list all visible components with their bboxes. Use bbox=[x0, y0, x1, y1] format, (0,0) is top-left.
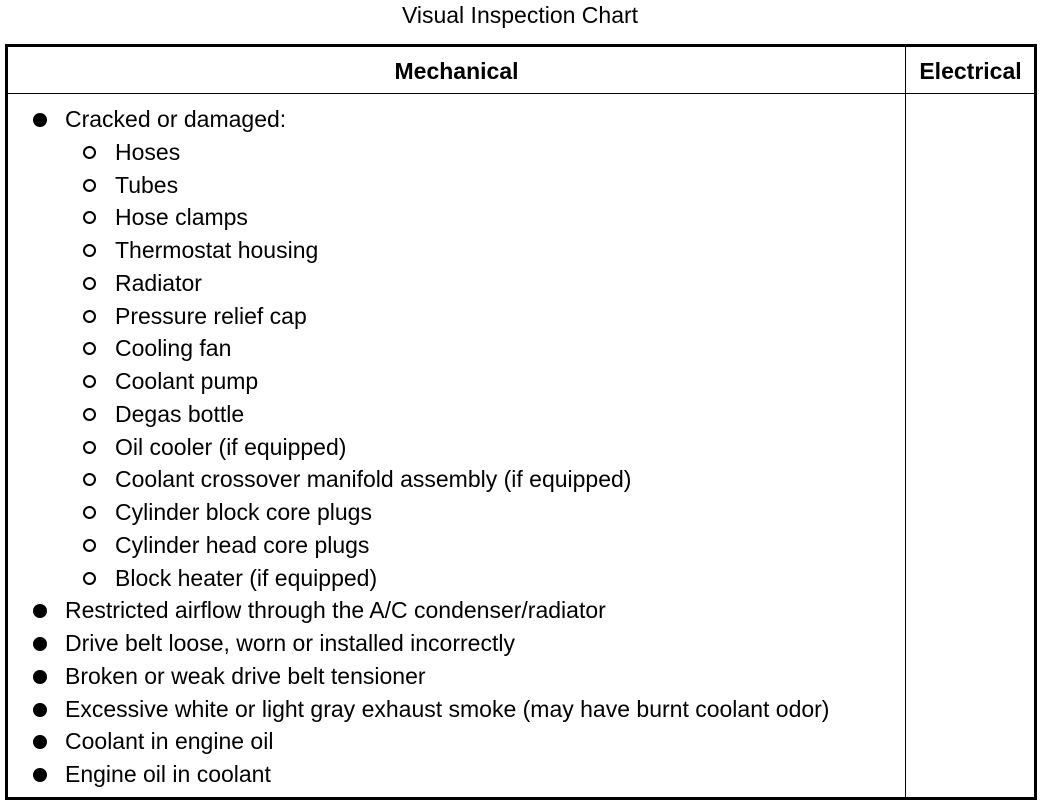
hollow-bullet-icon bbox=[83, 211, 96, 225]
list-item: Excessive white or light gray exhaust sm… bbox=[8, 693, 905, 726]
mechanical-column-header: Mechanical bbox=[394, 58, 519, 84]
filled-bullet-icon bbox=[33, 637, 47, 651]
sub-list-item: Oil cooler (if equipped) bbox=[8, 431, 905, 464]
list-item-text: Cracked or damaged: bbox=[65, 106, 287, 132]
list-item-text: Block heater (if equipped) bbox=[115, 564, 378, 591]
list-item-text: Cylinder block core plugs bbox=[115, 499, 372, 525]
list-item-text: Hoses bbox=[115, 138, 181, 165]
inspection-table: Mechanical Electrical Cracked or damaged… bbox=[5, 44, 1037, 800]
electrical-item-cell bbox=[907, 95, 1034, 797]
list-item-text: Engine oil in coolant bbox=[65, 761, 271, 787]
hollow-bullet-icon bbox=[83, 506, 96, 519]
hollow-bullet-icon bbox=[83, 440, 96, 454]
list-item: Restricted airflow through the A/C conde… bbox=[8, 594, 905, 627]
list-item-text: Degas bottle bbox=[115, 400, 245, 427]
sub-list-item: Coolant pump bbox=[8, 365, 905, 398]
filled-bullet-icon bbox=[33, 113, 47, 127]
list-item-text: Tubes bbox=[115, 171, 179, 198]
filled-bullet-icon bbox=[33, 604, 47, 619]
sub-list-item: Coolant crossover manifold assembly (if … bbox=[8, 463, 905, 496]
chart-title: Visual Inspection Chart bbox=[401, 2, 639, 28]
hollow-bullet-icon bbox=[83, 309, 96, 323]
column-divider bbox=[905, 47, 906, 797]
hollow-bullet-icon bbox=[83, 342, 96, 356]
list-item-text: Restricted airflow through the A/C conde… bbox=[65, 597, 606, 624]
hollow-bullet-icon bbox=[83, 473, 96, 487]
hollow-bullet-icon bbox=[83, 145, 96, 159]
list-item-text: Hose clamps bbox=[115, 204, 248, 231]
list-item: Drive belt loose, worn or installed inco… bbox=[8, 627, 905, 660]
hollow-bullet-icon bbox=[83, 538, 96, 552]
sub-list-item: Cooling fan bbox=[8, 332, 905, 365]
hollow-bullet-icon bbox=[83, 571, 96, 585]
sub-list-item: Hose clamps bbox=[8, 201, 905, 234]
hollow-bullet-icon bbox=[83, 244, 96, 257]
filled-bullet-icon bbox=[33, 768, 47, 782]
sub-list-item: Cylinder head core plugs bbox=[8, 529, 905, 562]
list-item-text: Cooling fan bbox=[115, 335, 232, 362]
list-item-text: Oil cooler (if equipped) bbox=[115, 433, 347, 460]
sub-list-item: Radiator bbox=[8, 267, 905, 300]
list-item: Engine oil in coolant bbox=[8, 758, 905, 791]
list-item-text: Broken or weak drive belt tensioner bbox=[65, 662, 426, 689]
table-header-row: Mechanical Electrical bbox=[8, 47, 1034, 94]
sub-list-item: Block heater (if equipped) bbox=[8, 562, 905, 595]
hollow-bullet-icon bbox=[83, 276, 96, 290]
list-item-text: Coolant pump bbox=[115, 368, 259, 394]
list-item: Cracked or damaged: bbox=[8, 103, 905, 136]
sub-list-item: Pressure relief cap bbox=[8, 300, 905, 333]
sub-list-item: Cylinder block core plugs bbox=[8, 496, 905, 529]
sub-list-item: Tubes bbox=[8, 169, 905, 202]
filled-bullet-icon bbox=[33, 669, 47, 684]
list-item-text: Cylinder head core plugs bbox=[115, 531, 370, 558]
list-item: Broken or weak drive belt tensioner bbox=[8, 660, 905, 693]
list-item-text: Excessive white or light gray exhaust sm… bbox=[65, 695, 830, 722]
list-item-text: Coolant crossover manifold assembly (if … bbox=[115, 466, 632, 493]
list-item-text: Radiator bbox=[115, 269, 202, 296]
list-item-text: Pressure relief cap bbox=[115, 302, 307, 329]
hollow-bullet-icon bbox=[83, 407, 96, 421]
filled-bullet-icon bbox=[33, 702, 47, 717]
sub-list-item: Hoses bbox=[8, 136, 905, 169]
filled-bullet-icon bbox=[33, 735, 47, 750]
list-item-text: Thermostat housing bbox=[115, 237, 319, 263]
sub-list-item: Thermostat housing bbox=[8, 234, 905, 267]
hollow-bullet-icon bbox=[83, 178, 96, 192]
electrical-column-header: Electrical bbox=[919, 58, 1022, 84]
list-item-text: Coolant in engine oil bbox=[65, 728, 274, 755]
hollow-bullet-icon bbox=[83, 375, 96, 388]
list-item: Coolant in engine oil bbox=[8, 725, 905, 758]
list-item-text: Drive belt loose, worn or installed inco… bbox=[65, 630, 515, 656]
sub-list-item: Degas bottle bbox=[8, 398, 905, 431]
